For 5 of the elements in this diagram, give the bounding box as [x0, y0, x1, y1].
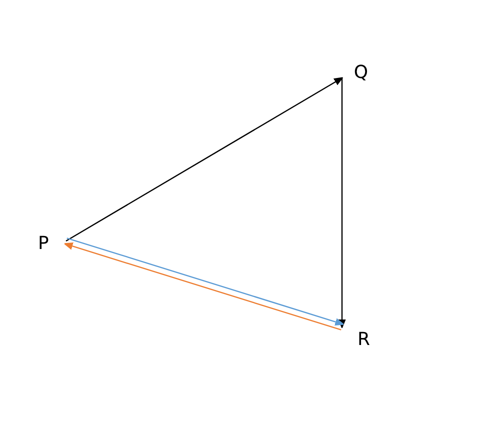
point-label: Q — [342, 60, 368, 84]
arrow — [66, 77, 344, 242]
point-label: P — [38, 230, 66, 256]
point-label: R — [342, 326, 370, 350]
arrow — [338, 78, 346, 328]
